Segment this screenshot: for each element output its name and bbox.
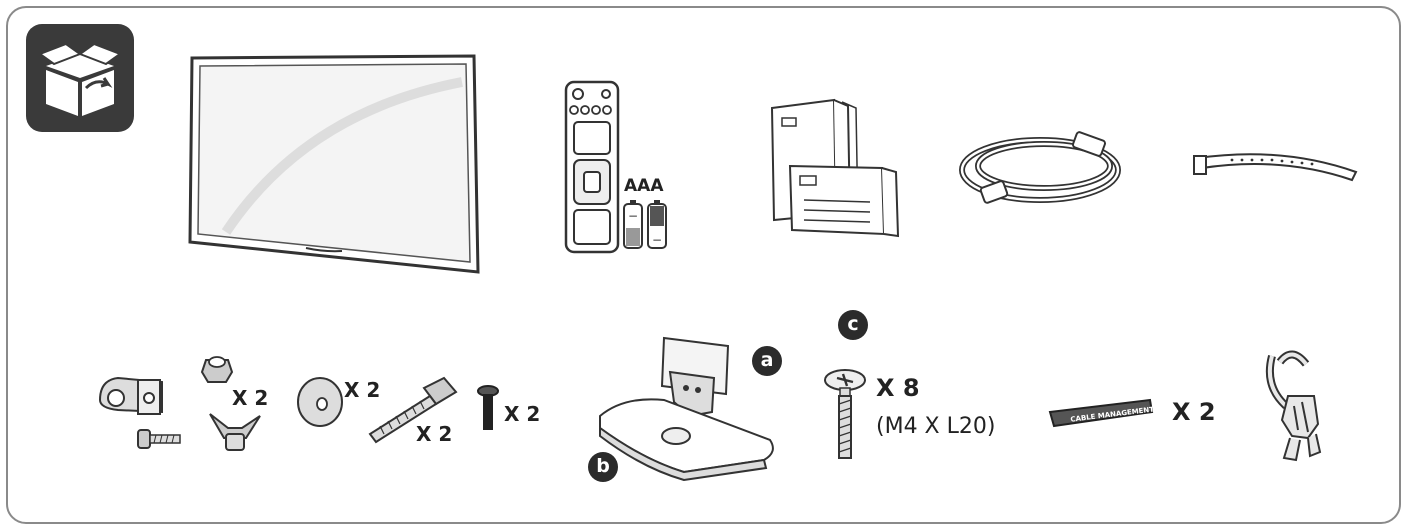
- stand-label-a: a: [752, 346, 782, 376]
- screw-label-c: c: [838, 310, 868, 340]
- stand-screw-icon: [822, 368, 868, 460]
- cap-nut-icon: [198, 350, 236, 386]
- wing-nut-icon: [206, 408, 264, 454]
- screw-spec: (M4 X L20): [876, 414, 995, 439]
- battery-icon: − −: [622, 198, 670, 250]
- cable-holder-icon: [1262, 346, 1328, 466]
- tv-icon: [186, 52, 482, 276]
- screw-quantity: X 8: [876, 374, 920, 402]
- manual-icon: [764, 96, 904, 238]
- bolt-quantity: X 2: [416, 422, 452, 446]
- cable-tie-icon: [1192, 150, 1360, 186]
- cable-management-clip-icon: CABLE MANAGEMENT: [1046, 394, 1156, 430]
- short-screw-icon: [476, 384, 500, 434]
- cable-management-quantity: X 2: [1172, 398, 1216, 426]
- short-screw-quantity: X 2: [504, 402, 540, 426]
- power-cord-icon: [954, 122, 1134, 214]
- remote-icon: [562, 80, 622, 256]
- washer-icon: [294, 376, 346, 428]
- bracket-icon: [94, 372, 168, 428]
- svg-text:−: −: [652, 233, 662, 247]
- stand-label-b: b: [588, 452, 618, 482]
- battery-label: AAA: [624, 176, 663, 196]
- svg-text:−: −: [628, 209, 638, 223]
- nut-quantity: X 2: [232, 386, 268, 410]
- unboxing-icon: [26, 24, 134, 132]
- bolt-small-icon: [136, 428, 184, 450]
